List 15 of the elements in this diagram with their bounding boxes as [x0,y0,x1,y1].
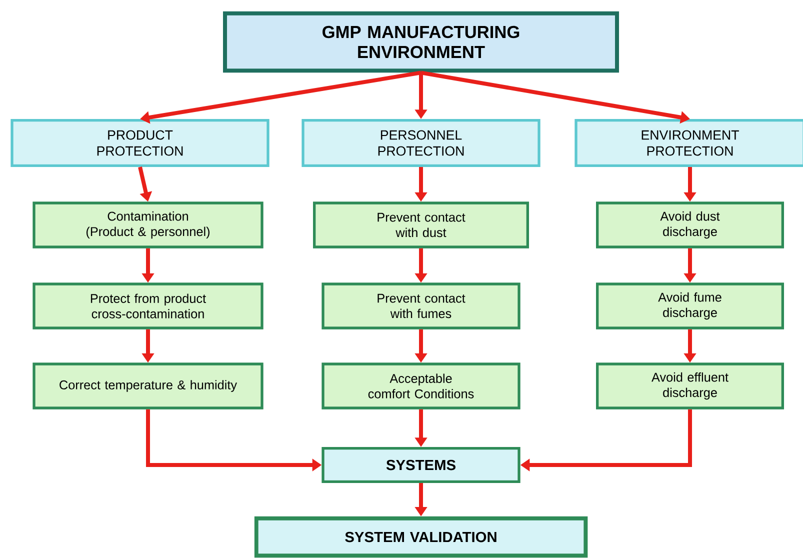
category-box: PERSONNEL PROTECTION [302,119,540,167]
process-box: Contamination (Product & personnel) [32,202,264,248]
category-box: PRODUCT PROTECTION [10,119,270,167]
process-box: Avoid fume discharge [596,282,784,330]
process-box: Prevent contact with dust [313,202,529,248]
process-box: Avoid effluent discharge [596,362,784,410]
title-box: GMP MANUFACTURING ENVIRONMENT [223,11,619,73]
process-box: Correct temperature & humidity [32,362,264,410]
process-box: Prevent contact with fumes [322,282,520,330]
process-box: Protect from product cross-contamination [32,282,264,330]
category-box: ENVIRONMENT PROTECTION [574,119,803,167]
process-box: Acceptable comfort Conditions [322,362,520,410]
result-box: SYSTEM VALIDATION [254,516,588,558]
process-box: SYSTEMS [322,447,520,483]
process-box: Avoid dust discharge [596,202,784,248]
